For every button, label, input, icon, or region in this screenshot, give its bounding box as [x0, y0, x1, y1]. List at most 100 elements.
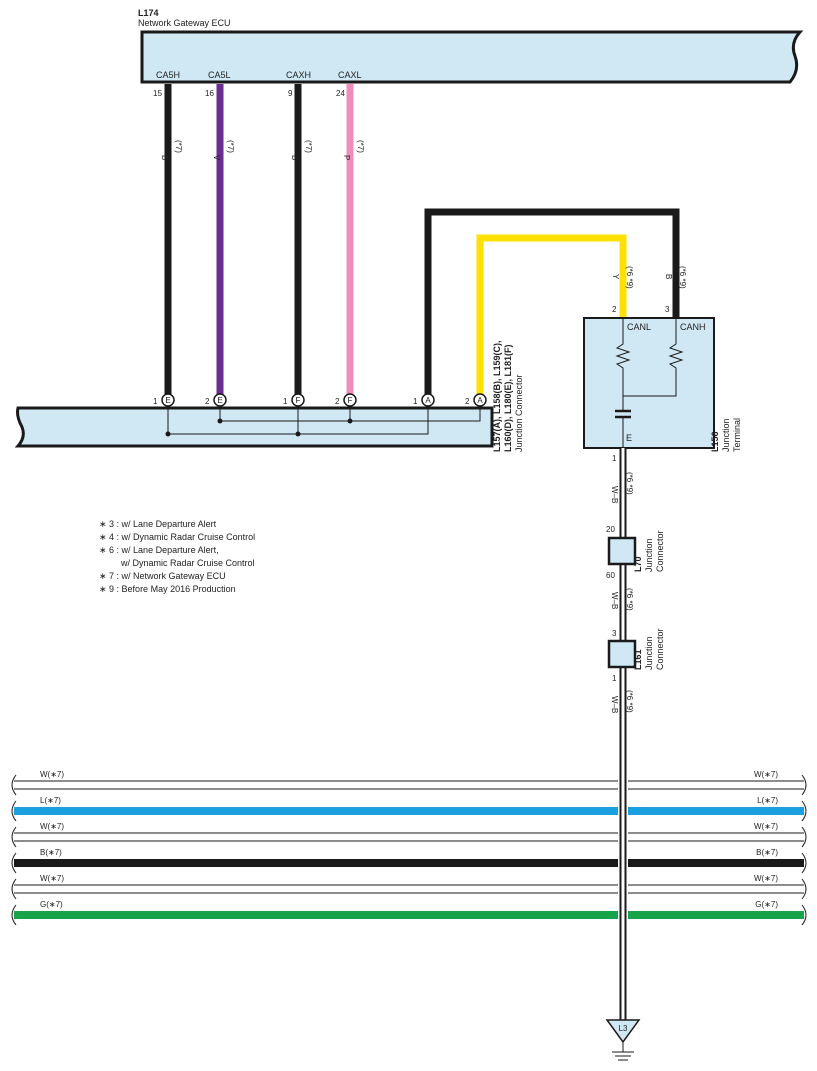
splice-dot: [295, 431, 301, 437]
svg-text:E: E: [217, 396, 222, 405]
svg-text:F: F: [348, 396, 353, 405]
svg-text:A: A: [425, 396, 431, 405]
bus-break-mark: [801, 904, 807, 926]
l161-name: Connector: [655, 628, 665, 670]
bus-wire-label: W(∗7): [40, 822, 64, 831]
wire-note-label: (*6 *9): [625, 266, 634, 289]
wire-color-label: W–B: [610, 592, 619, 609]
l70-name: Connector: [655, 530, 665, 572]
ecu-box: [140, 30, 804, 84]
bus-break-mark: [801, 774, 807, 796]
junction-terminal: 2 E: [205, 393, 227, 407]
bus-wire-label: L(∗7): [40, 796, 61, 805]
ecu-pin-number: 16: [205, 89, 214, 98]
pin-number: 1: [612, 454, 617, 463]
wire-note-label: (*6 *9): [625, 690, 634, 713]
bus-wire-label: G(∗7): [755, 900, 778, 909]
bus-wire-label: W(∗7): [40, 770, 64, 779]
termination-resistors: [615, 318, 684, 397]
wire-note-label: (*6 *9): [625, 588, 634, 611]
junction-terminal-name: Junction: [721, 418, 731, 452]
pin-number: 2: [612, 305, 617, 314]
bus-break-mark: [11, 826, 17, 848]
svg-text:E: E: [165, 396, 170, 405]
svg-text:2: 2: [335, 397, 340, 406]
bus-break-mark: [11, 904, 17, 926]
wire-color-label: B: [160, 155, 169, 160]
wire-color-label: W–B: [610, 486, 619, 503]
bus-break-mark: [11, 774, 17, 796]
svg-text:1: 1: [283, 397, 288, 406]
l70-name: Junction: [644, 538, 654, 572]
wire-y-canl: [476, 234, 627, 400]
junction-connector-box: [14, 406, 494, 448]
l70-connector-box: [607, 536, 637, 566]
bus-break-mark: [801, 800, 807, 822]
bus-wire-label: W(∗7): [754, 770, 778, 779]
svg-text:2: 2: [205, 397, 210, 406]
junction-terminal-name: Terminal: [732, 418, 742, 452]
bus-break-mark: [801, 852, 807, 874]
splice-dot: [217, 418, 223, 424]
svg-text:2: 2: [465, 397, 470, 406]
wire-color-label: W–B: [610, 696, 619, 713]
junction-connector-codes: L160(D), L180(E), L181(F): [503, 344, 513, 452]
svg-text:A: A: [477, 396, 483, 405]
ground-label: L3: [619, 1024, 628, 1033]
note-line: ∗ 9 : Before May 2016 Production: [99, 584, 236, 594]
bus-wire-label: L(∗7): [757, 796, 778, 805]
ecu-name: Network Gateway ECU: [138, 18, 231, 28]
ground-triangle: [605, 1019, 641, 1044]
bus-break-mark: [11, 852, 17, 874]
ecu-pin-number: 9: [288, 89, 293, 98]
bus-wire-label: W(∗7): [754, 822, 778, 831]
bus-break-mark: [11, 800, 17, 822]
junction-terminal: 1 A: [413, 393, 435, 407]
bus-break-mark: [11, 878, 17, 900]
wire-note-label: (*7): [174, 140, 183, 153]
pin-number: 20: [606, 525, 615, 534]
pin-number: 3: [612, 629, 617, 638]
wire-color-label: V: [212, 155, 221, 161]
pin-number: 3: [665, 305, 670, 314]
bus-wire-label: W(∗7): [754, 874, 778, 883]
wire-color-label: B: [664, 274, 673, 279]
junction-terminal: 2 F: [335, 393, 357, 407]
note-line: ∗ 6 : w/ Lane Departure Alert,: [99, 545, 219, 555]
wire-color-label: P: [342, 155, 351, 160]
note-line: w/ Dynamic Radar Cruise Control: [120, 558, 255, 568]
e-label: E: [626, 433, 632, 443]
note-line: ∗ 4 : w/ Dynamic Radar Cruise Control: [99, 532, 255, 542]
wire-color-label: B: [290, 155, 299, 160]
ecu-pin-name: CA5H: [156, 70, 180, 80]
pin-number: 1: [612, 674, 617, 683]
junction-terminal: 1 E: [153, 393, 175, 407]
l161-code: L161: [633, 649, 643, 670]
pin-number: 60: [606, 571, 615, 580]
bus-break-mark: [801, 878, 807, 900]
ecu-pin-number: 15: [153, 89, 162, 98]
canl-label: CANL: [627, 322, 651, 332]
wire-note-label: (*6 *9): [678, 266, 687, 289]
ecu-pin-name: CAXH: [286, 70, 311, 80]
ecu-pin-name: CAXL: [338, 70, 362, 80]
ecu-pin-name: CA5L: [208, 70, 231, 80]
l161-name: Junction: [644, 636, 654, 670]
wire-color-label: Y: [611, 274, 620, 280]
canh-label: CANH: [680, 322, 706, 332]
junction-connector-name: Junction Connector: [514, 374, 524, 452]
bus-break-mark: [801, 826, 807, 848]
svg-text:F: F: [296, 396, 301, 405]
junction-terminal: 1 F: [283, 393, 305, 407]
wire-note-label: (*6 *9): [625, 472, 634, 495]
wire-note-label: (*7): [304, 140, 313, 153]
junction-terminal: 2 A: [465, 393, 487, 407]
bus-wires: W(∗7)W(∗7)L(∗7)L(∗7)W(∗7)W(∗7)B(∗7)B(∗7)…: [11, 770, 807, 926]
junction-terminal-box: [583, 317, 715, 449]
junction-terminal-code: L156: [710, 431, 720, 452]
wire-note-label: (*7): [226, 140, 235, 153]
wire-note-label: (*7): [356, 140, 365, 153]
splice-dot: [347, 418, 353, 424]
junction-connector-codes: L157(A), L158(B), L159(C),: [492, 340, 502, 452]
svg-text:1: 1: [153, 397, 158, 406]
